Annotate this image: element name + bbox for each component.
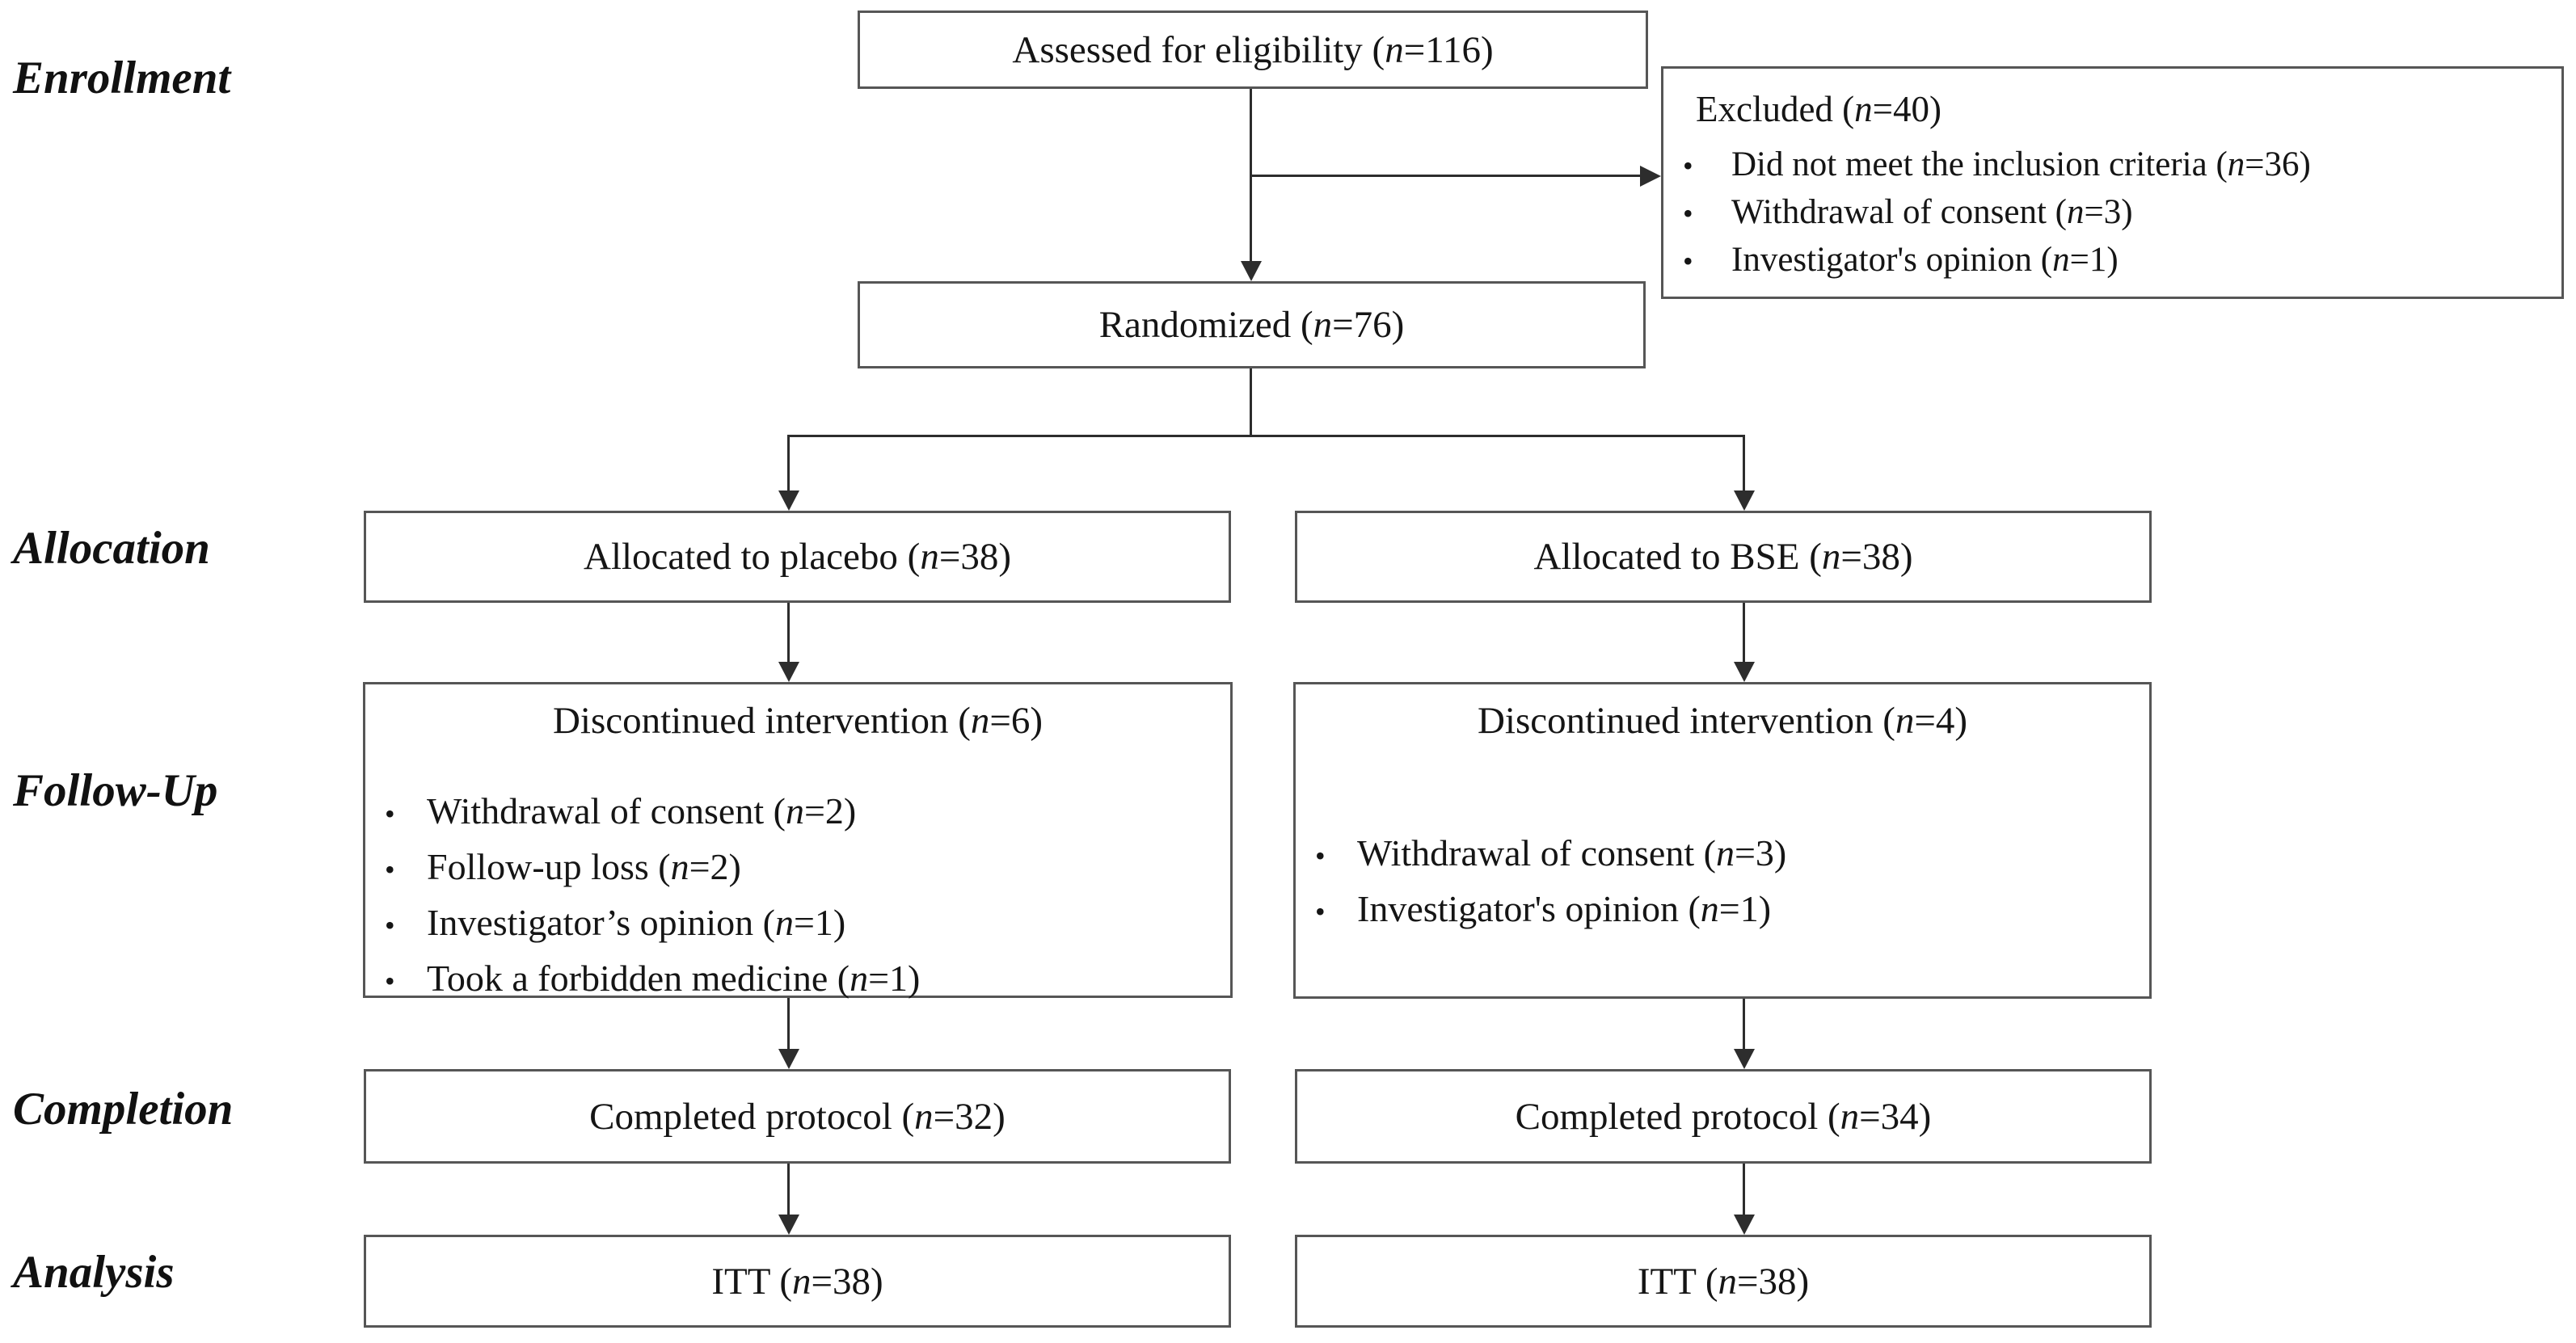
list-item: • Took a forbidden medicine (n=1) (365, 952, 1230, 1008)
arrowhead-right-icon (1640, 166, 1661, 187)
bullet-icon: • (1683, 149, 1693, 182)
connector-placebo-completion-to-itt (787, 1164, 790, 1215)
box-itt-bse: ITT (n=38) (1295, 1235, 2152, 1328)
arrowhead-down-icon (778, 1049, 799, 1069)
box-completed-bse: Completed protocol (n=34) (1295, 1069, 2152, 1164)
stage-label-completion: Completion (13, 1084, 234, 1135)
list-item: • Did not meet the inclusion criteria (n… (1663, 141, 2561, 189)
stage-label-allocation: Allocation (13, 523, 210, 574)
connector-split-bar (787, 435, 1745, 437)
box-completed-bse-text: Completed protocol (n=34) (1515, 1095, 1932, 1138)
box-itt-placebo: ITT (n=38) (364, 1235, 1231, 1328)
bullet-icon: • (1683, 245, 1693, 277)
box-itt-bse-text: ITT (n=38) (1637, 1260, 1810, 1303)
followup-bullet-text: Investigator’s opinion (n=1) (427, 902, 846, 943)
connector-assessed-to-randomized (1250, 89, 1252, 263)
excluded-bullet-list: • Did not meet the inclusion criteria (n… (1663, 141, 2561, 284)
connector-randomized-stem (1250, 368, 1252, 436)
connector-placebo-followup-to-completion (787, 998, 790, 1050)
box-completed-placebo: Completed protocol (n=32) (364, 1069, 1231, 1164)
bullet-icon: • (385, 853, 395, 886)
stage-label-enrollment: Enrollment (13, 53, 231, 103)
arrowhead-down-icon (1734, 1215, 1755, 1235)
followup-bullet-text: Withdrawal of consent (n=3) (1357, 832, 1787, 874)
box-randomized-text: Randomized (n=76) (1098, 304, 1405, 346)
connector-bse-alloc-to-followup (1743, 603, 1745, 663)
excluded-bullet-text: Withdrawal of consent (n=3) (1731, 193, 2133, 231)
bullet-icon: • (1315, 840, 1326, 872)
box-assessed-text: Assessed for eligibility (n=116) (1012, 28, 1494, 71)
discontinued-bse-title: Discontinued intervention (n=4) (1477, 700, 1968, 742)
discontinued-placebo-bullet-list: • Withdrawal of consent (n=2) • Follow-u… (365, 785, 1230, 1008)
discontinued-placebo-title: Discontinued intervention (n=6) (552, 700, 1043, 742)
arrowhead-down-icon (1241, 261, 1262, 281)
followup-bullet-text: Follow-up loss (n=2) (427, 846, 741, 887)
followup-bullet-text: Withdrawal of consent (n=2) (427, 790, 857, 831)
box-randomized: Randomized (n=76) (858, 281, 1646, 368)
followup-bullet-text: Investigator's opinion (n=1) (1357, 888, 1772, 929)
list-item: • Investigator's opinion (n=1) (1296, 882, 2149, 938)
bullet-icon: • (385, 909, 395, 941)
bullet-icon: • (385, 965, 395, 997)
arrowhead-down-icon (778, 1215, 799, 1235)
box-allocated-placebo: Allocated to placebo (n=38) (364, 511, 1231, 603)
box-completed-placebo-text: Completed protocol (n=32) (589, 1095, 1006, 1138)
list-item: • Investigator's opinion (n=1) (1663, 237, 2561, 284)
arrowhead-down-icon (1734, 490, 1755, 511)
followup-bullet-text: Took a forbidden medicine (n=1) (427, 958, 921, 999)
stage-label-followup: Follow-Up (13, 765, 218, 816)
discontinued-bse-bullet-list: • Withdrawal of consent (n=3) • Investig… (1296, 827, 2149, 938)
list-item: • Withdrawal of consent (n=3) (1296, 827, 2149, 882)
box-discontinued-placebo: Discontinued intervention (n=6) • Withdr… (363, 682, 1233, 999)
arrowhead-down-icon (1734, 662, 1755, 682)
list-item: • Investigator’s opinion (n=1) (365, 896, 1230, 952)
list-item: • Follow-up loss (n=2) (365, 840, 1230, 896)
connector-split-to-placebo (787, 435, 790, 491)
stage-label-analysis: Analysis (13, 1247, 175, 1298)
box-allocated-placebo-text: Allocated to placebo (n=38) (584, 536, 1011, 578)
connector-to-excluded (1251, 175, 1642, 177)
connector-split-to-bse (1743, 435, 1745, 491)
box-discontinued-bse: Discontinued intervention (n=4) • Withdr… (1293, 682, 2152, 999)
box-allocated-bse-text: Allocated to BSE (n=38) (1533, 536, 1913, 578)
list-item: • Withdrawal of consent (n=3) (1663, 189, 2561, 237)
box-excluded: Excluded (n=40) • Did not meet the inclu… (1661, 66, 2564, 299)
arrowhead-down-icon (778, 490, 799, 511)
excluded-title: Excluded (n=40) (1696, 89, 1942, 129)
arrowhead-down-icon (778, 662, 799, 682)
connector-placebo-alloc-to-followup (787, 603, 790, 663)
arrowhead-down-icon (1734, 1049, 1755, 1069)
connector-bse-completion-to-itt (1743, 1164, 1745, 1215)
excluded-bullet-text: Did not meet the inclusion criteria (n=3… (1731, 145, 2311, 183)
bullet-icon: • (1315, 895, 1326, 928)
excluded-bullet-text: Investigator's opinion (n=1) (1731, 241, 2119, 279)
box-allocated-bse: Allocated to BSE (n=38) (1295, 511, 2152, 603)
connector-bse-followup-to-completion (1743, 999, 1745, 1050)
box-itt-placebo-text: ITT (n=38) (711, 1260, 883, 1303)
bullet-icon: • (1683, 197, 1693, 229)
box-assessed-eligibility: Assessed for eligibility (n=116) (858, 11, 1648, 89)
list-item: • Withdrawal of consent (n=2) (365, 785, 1230, 840)
bullet-icon: • (385, 798, 395, 830)
